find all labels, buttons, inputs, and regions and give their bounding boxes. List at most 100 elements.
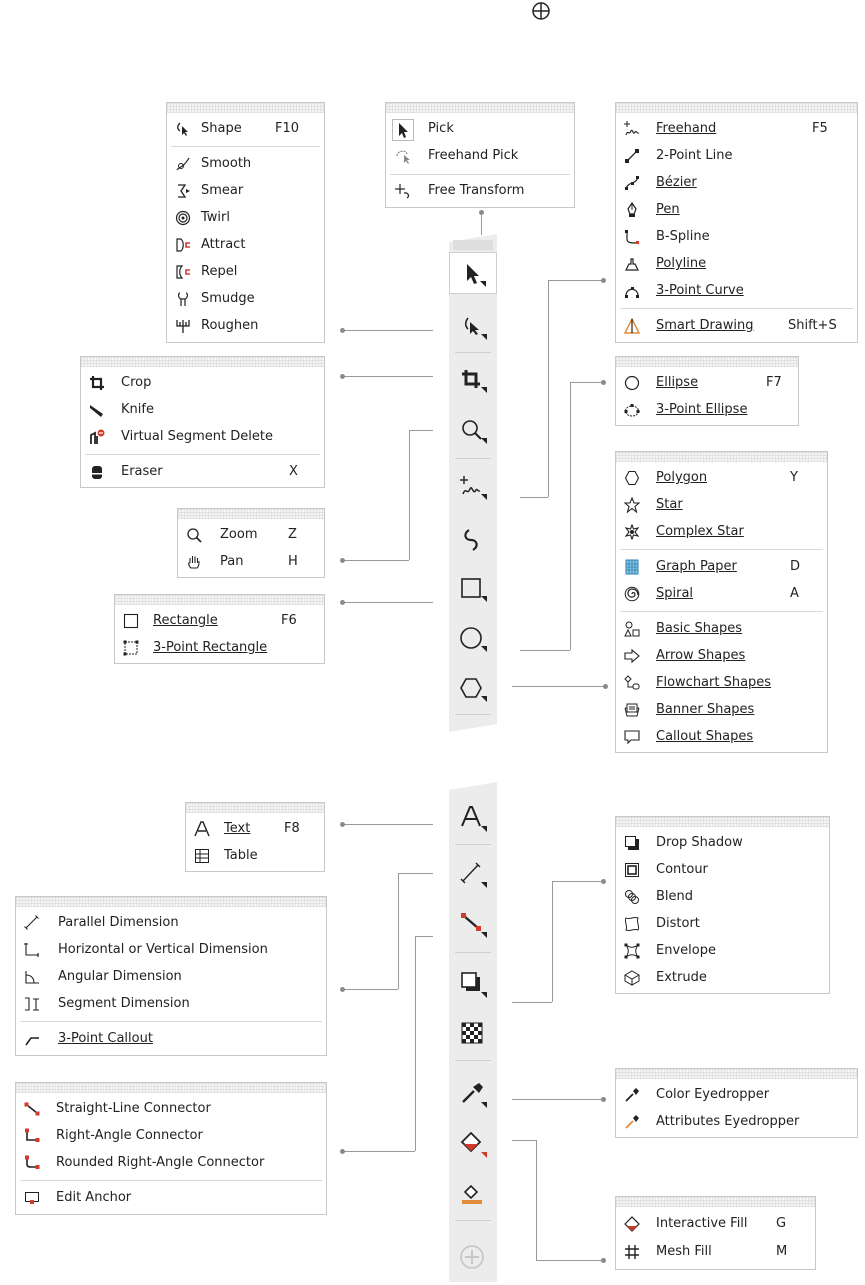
parallel-dimension-tool-button[interactable]: [449, 852, 497, 892]
menu-item-edit-anchor[interactable]: Edit Anchor: [16, 1185, 326, 1211]
text-tool-button[interactable]: [449, 796, 497, 836]
menu-item-banner-shapes[interactable]: Banner Shapes: [616, 697, 827, 723]
three-point-curve-icon: [624, 283, 640, 299]
menu-item-contour[interactable]: Contour: [616, 857, 829, 883]
menu-item-table[interactable]: Table: [186, 843, 324, 869]
menu-item-pen[interactable]: Pen: [616, 197, 857, 223]
pick-tool-button[interactable]: [449, 252, 497, 294]
polygon-tool-button[interactable]: [449, 668, 497, 708]
free-transform-icon: [395, 183, 411, 199]
freehand-tool-button[interactable]: [449, 466, 497, 506]
menu-item-color-eyedropper[interactable]: Color Eyedropper: [616, 1082, 857, 1108]
menu-item-arrow-shapes[interactable]: Arrow Shapes: [616, 643, 827, 669]
menu-item-smudge[interactable]: Smudge: [167, 286, 324, 312]
interactive-fill-tool-button[interactable]: [449, 1122, 497, 1162]
menu-item-flowchart-shapes[interactable]: Flowchart Shapes: [616, 670, 827, 696]
shape-tool-button[interactable]: [449, 306, 497, 346]
menu-item-ellipse[interactable]: Ellipse F7: [616, 370, 798, 396]
menu-item-virtual-segment-delete[interactable]: Virtual Segment Delete: [81, 424, 324, 450]
menu-item-rectangle[interactable]: Rectangle F6: [115, 608, 324, 634]
ellipse-tool-button[interactable]: [449, 618, 497, 658]
mesh-fill-icon: [624, 1244, 640, 1260]
text-icon: [194, 821, 210, 837]
menu-item-freehand-pick[interactable]: Freehand Pick: [386, 143, 574, 169]
rounded-right-angle-connector-icon: [24, 1155, 40, 1171]
menu-item-polygon[interactable]: Polygon Y: [616, 465, 827, 491]
smart-fill-tool-button[interactable]: [449, 1172, 497, 1212]
menu-item-zoom[interactable]: Zoom Z: [178, 522, 324, 548]
menu-item-roughen[interactable]: Roughen: [167, 313, 324, 339]
menu-item-spiral[interactable]: Spiral A: [616, 581, 827, 607]
menu-item-basic-shapes[interactable]: Basic Shapes: [616, 616, 827, 642]
menu-item-attributes-eyedropper[interactable]: Attributes Eyedropper: [616, 1109, 857, 1135]
edit-anchor-icon: [24, 1190, 40, 1206]
menu-item-parallel-dimension[interactable]: Parallel Dimension: [16, 910, 326, 936]
freehand-pick-icon: [395, 148, 411, 164]
menu-item-right-angle-connector[interactable]: Right-Angle Connector: [16, 1123, 326, 1149]
connector-tool-button[interactable]: [449, 902, 497, 942]
menu-item-interactive-fill[interactable]: Interactive Fill G: [616, 1211, 815, 1237]
menu-item-distort[interactable]: Distort: [616, 911, 829, 937]
menu-item-twirl[interactable]: Twirl: [167, 205, 324, 231]
artistic-media-tool-button[interactable]: [449, 518, 497, 558]
rectangle-tool-button[interactable]: [449, 568, 497, 608]
menu-item-pick[interactable]: Pick: [386, 116, 574, 142]
blend-icon: [624, 889, 640, 905]
add-tools-button[interactable]: [449, 1236, 497, 1276]
zoom-tools-menu: Zoom Z Pan H: [177, 508, 325, 578]
curve-tools-menu: Freehand F5 2-Point Line Bézier Pen B-Sp…: [615, 102, 858, 343]
menu-item-angular-dimension[interactable]: Angular Dimension: [16, 964, 326, 990]
basic-shapes-icon: [624, 621, 640, 637]
eyedropper-tool-button[interactable]: [449, 1072, 497, 1112]
menu-item-3-point-ellipse[interactable]: 3-Point Ellipse: [616, 397, 798, 423]
smart-drawing-icon: [624, 318, 640, 334]
ellipse-tools-menu: Ellipse F7 3-Point Ellipse: [615, 356, 799, 426]
menu-item-smart-drawing[interactable]: Smart Drawing Shift+S: [616, 313, 857, 339]
menu-item-smooth[interactable]: Smooth: [167, 151, 324, 177]
menu-item-3-point-curve[interactable]: 3-Point Curve: [616, 278, 857, 304]
menu-item-free-transform[interactable]: Free Transform: [386, 178, 574, 204]
menu-item-callout-shapes[interactable]: Callout Shapes: [616, 724, 827, 750]
menu-item-drop-shadow[interactable]: Drop Shadow: [616, 830, 829, 856]
menu-item-envelope[interactable]: Envelope: [616, 938, 829, 964]
polygon-tools-menu: Polygon Y Star Complex Star Graph Paper …: [615, 451, 828, 753]
menu-item-smear[interactable]: Smear: [167, 178, 324, 204]
menu-item-eraser[interactable]: Eraser X: [81, 459, 324, 485]
three-point-rectangle-icon: [123, 640, 139, 656]
connector-tools-menu: Straight-Line Connector Right-Angle Conn…: [15, 1082, 327, 1215]
menu-item-attract[interactable]: Attract: [167, 232, 324, 258]
menu-item-3-point-rectangle[interactable]: 3-Point Rectangle: [115, 635, 324, 661]
menu-item-freehand[interactable]: Freehand F5: [616, 116, 857, 142]
banner-shapes-icon: [624, 702, 640, 718]
menu-item-3-point-callout[interactable]: 3-Point Callout: [16, 1026, 326, 1052]
menu-item-horizontal-vertical-dimension[interactable]: Horizontal or Vertical Dimension: [16, 937, 326, 963]
menu-item-b-spline[interactable]: B-Spline: [616, 224, 857, 250]
menu-item-rounded-right-angle-connector[interactable]: Rounded Right-Angle Connector: [16, 1150, 326, 1176]
menu-item-complex-star[interactable]: Complex Star: [616, 519, 827, 545]
menu-item-star[interactable]: Star: [616, 492, 827, 518]
menu-item-knife[interactable]: Knife: [81, 397, 324, 423]
crop-tool-button[interactable]: [449, 359, 497, 399]
menu-item-extrude[interactable]: Extrude: [616, 965, 829, 991]
menu-item-repel[interactable]: Repel: [167, 259, 324, 285]
knife-icon: [89, 402, 105, 418]
eyedropper-tools-menu: Color Eyedropper Attributes Eyedropper: [615, 1068, 858, 1138]
menu-item-segment-dimension[interactable]: Segment Dimension: [16, 991, 326, 1017]
repel-icon: [175, 264, 191, 280]
menu-item-bezier[interactable]: Bézier: [616, 170, 857, 196]
drop-shadow-tool-button[interactable]: [449, 962, 497, 1002]
zoom-tool-button[interactable]: [449, 410, 497, 450]
extrude-icon: [624, 970, 640, 986]
menu-item-2-point-line[interactable]: 2-Point Line: [616, 143, 857, 169]
menu-item-straight-line-connector[interactable]: Straight-Line Connector: [16, 1096, 326, 1122]
menu-item-blend[interactable]: Blend: [616, 884, 829, 910]
pick-tools-menu: Pick Freehand Pick Free Transform: [385, 102, 575, 208]
transparency-tool-button[interactable]: [449, 1012, 497, 1052]
menu-item-graph-paper[interactable]: Graph Paper D: [616, 554, 827, 580]
menu-item-mesh-fill[interactable]: Mesh Fill M: [616, 1239, 815, 1265]
menu-item-polyline[interactable]: Polyline: [616, 251, 857, 277]
menu-item-text[interactable]: Text F8: [186, 816, 324, 842]
menu-item-crop[interactable]: Crop: [81, 370, 324, 396]
menu-item-shape[interactable]: Shape F10: [167, 116, 324, 142]
menu-item-pan[interactable]: Pan H: [178, 549, 324, 575]
